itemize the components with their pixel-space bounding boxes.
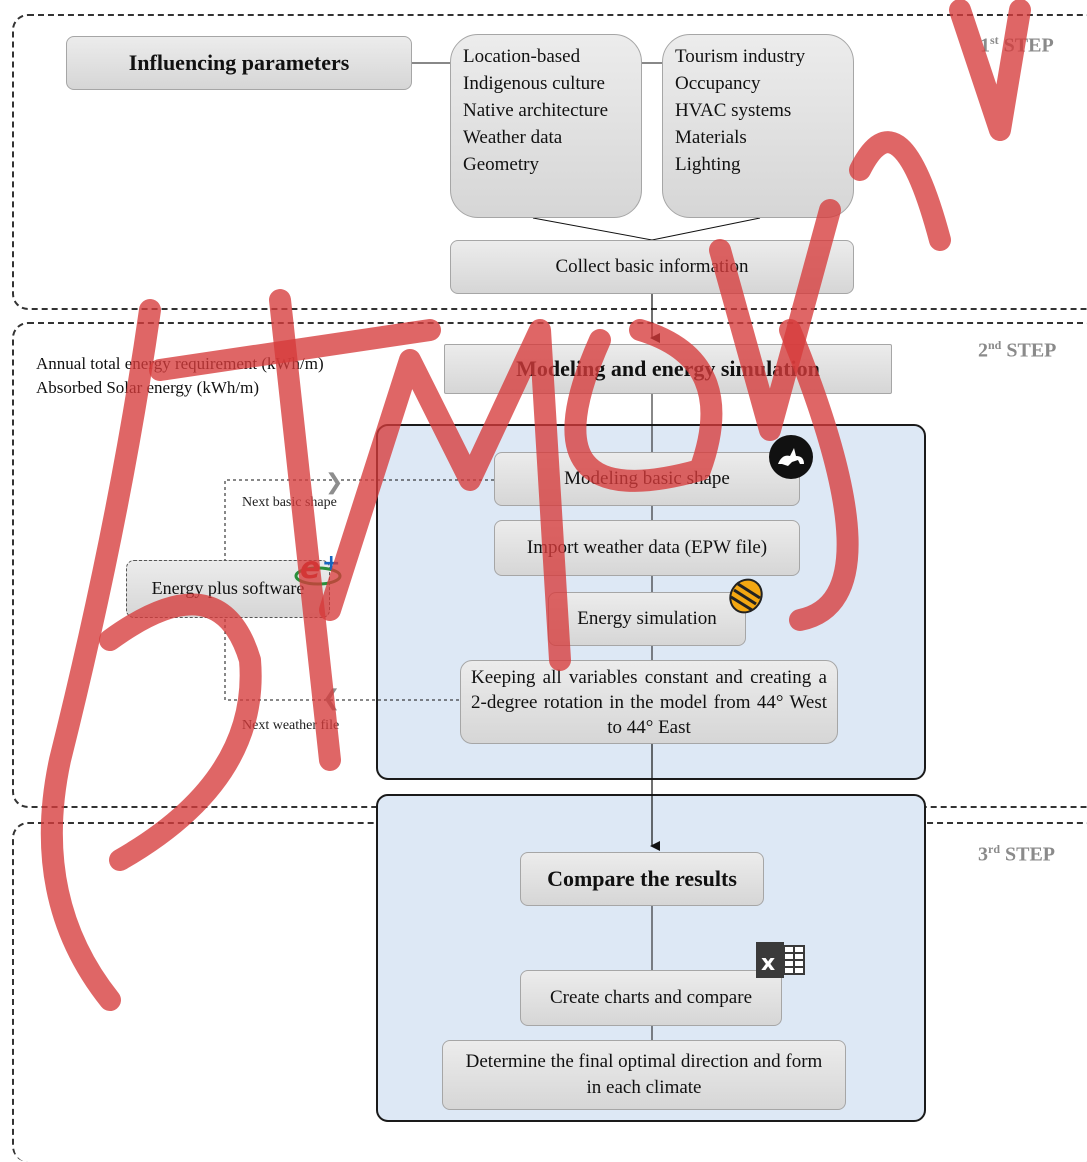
next-basic-shape-label: Next basic shape: [242, 495, 337, 510]
param-2-1: Tourism industry: [675, 46, 806, 67]
param-2-5: Lighting: [675, 154, 741, 175]
influencing-parameters-box: Influencing parameters: [66, 36, 412, 90]
param-2-2: Occupancy: [675, 73, 761, 94]
honeybee-logo-icon: [729, 578, 763, 614]
svg-text:+: +: [322, 551, 340, 576]
svg-text:x: x: [761, 951, 775, 976]
next-weather-file-label: Next weather file: [242, 718, 340, 733]
excel-logo-icon: x: [756, 942, 805, 978]
param-2-4: Materials: [675, 127, 747, 148]
energy-simulation-box: Energy simulation: [548, 592, 746, 646]
step-2-label: 2nd STEP: [978, 338, 1057, 362]
param-1-5: Geometry: [463, 154, 539, 175]
rhino-logo-icon: [769, 435, 813, 479]
stage-1-container: [12, 14, 1087, 310]
param-1-3: Native architecture: [463, 100, 609, 121]
energyplus-logo-icon: e +: [294, 551, 342, 586]
determine-direction-box: Determine the final optimal direction an…: [442, 1040, 846, 1110]
outputs-note: Annual total energy requirement (kWh/m) …: [36, 352, 324, 400]
svg-text:e: e: [300, 551, 320, 586]
collect-info-box: Collect basic information: [450, 240, 854, 294]
chevron-left-icon: ❮: [322, 686, 341, 711]
param-1-1: Location-based: [463, 46, 581, 67]
output-solar-energy: Absorbed Solar energy (kWh/m): [36, 378, 259, 397]
compare-results-box: Compare the results: [520, 852, 764, 906]
parameter-group-2-box: Tourism industry Occupancy HVAC systems …: [662, 34, 854, 218]
create-charts-box: Create charts and compare: [520, 970, 782, 1026]
modeling-simulation-box: Modeling and energy simulation: [444, 344, 892, 394]
param-2-3: HVAC systems: [675, 100, 792, 121]
output-energy-requirement: Annual total energy requirement (kWh/m): [36, 354, 324, 373]
modeling-basic-shape-box: Modeling basic shape: [494, 452, 800, 506]
parameter-group-1-box: Location-based Indigenous culture Native…: [450, 34, 642, 218]
param-1-2: Indigenous culture: [463, 73, 605, 94]
param-1-4: Weather data: [463, 127, 563, 148]
import-weather-box: Import weather data (EPW file): [494, 520, 800, 576]
rotation-note-box: Keeping all variables constant and creat…: [460, 660, 838, 744]
step-3-label: 3rd STEP: [978, 842, 1056, 866]
chevron-right-icon: ❯: [325, 470, 344, 495]
